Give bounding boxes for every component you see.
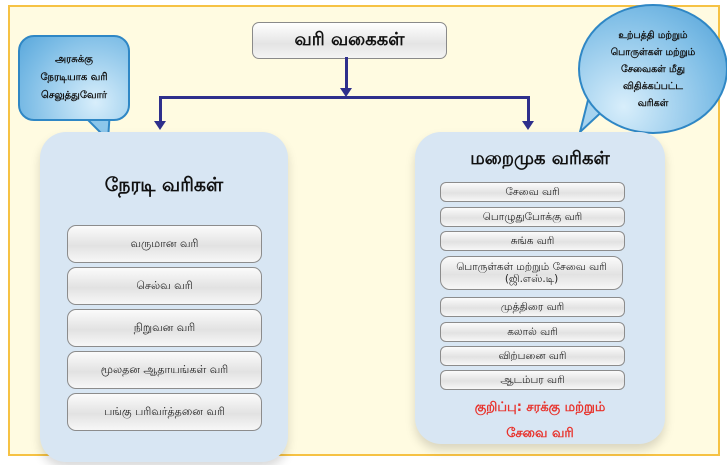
connector-vertical bbox=[345, 57, 348, 91]
gst-note-line1: குறிப்பு: சரக்கு மற்றும் bbox=[474, 400, 606, 415]
indirect-tax-item: விற்பனை வரி bbox=[440, 346, 625, 366]
direct-tax-item: மூலதன ஆதாயங்கள் வரி bbox=[67, 351, 262, 389]
direct-tax-item: வருமான வரி bbox=[67, 225, 262, 263]
connector-arrow-left bbox=[154, 121, 166, 130]
direct-taxes-heading: நேரடி வரிகள் bbox=[104, 174, 224, 196]
diagram-title: வரி வகைகள் bbox=[252, 22, 447, 59]
indirect-taxes-heading: மறைமுக வரிகள் bbox=[470, 148, 610, 169]
indirect-tax-item: முத்திரை வரி bbox=[440, 297, 625, 317]
connector-arrow-right bbox=[522, 121, 534, 130]
connector-right bbox=[527, 96, 530, 123]
callout-line: நேரடியாக வரி bbox=[40, 72, 108, 83]
connector-arrow-center bbox=[340, 88, 352, 97]
callout-direct: அரசுக்கு நேரடியாக வரி செலுத்துவோர் bbox=[18, 35, 130, 121]
gst-note-line2: சேவை வரி bbox=[506, 426, 574, 441]
connector-left bbox=[159, 96, 162, 123]
direct-tax-item: செல்வ வரி bbox=[67, 267, 262, 305]
callout-line: வரிகள் bbox=[637, 97, 669, 109]
indirect-tax-item: கலால் வரி bbox=[440, 322, 625, 342]
callout-line: பொருள்கள் மற்றும் bbox=[610, 46, 696, 58]
indirect-tax-item: ஆடம்பர வரி bbox=[440, 370, 625, 390]
direct-tax-item: பங்கு பரிவர்த்தனை வரி bbox=[67, 393, 262, 431]
callout-line: அரசுக்கு bbox=[54, 54, 94, 65]
callout-line: விதிக்கப்பட்ட bbox=[622, 80, 683, 92]
indirect-tax-item: பொருள்கள் மற்றும் சேவை வரி (ஜி.எஸ்.டி) bbox=[440, 256, 623, 290]
direct-tax-item: நிறுவன வரி bbox=[67, 309, 262, 347]
indirect-tax-item: சேவை வரி bbox=[440, 182, 625, 202]
indirect-taxes-panel: மறைமுக வரிகள் சேவை வரி பொழுதுபோக்கு வரி … bbox=[415, 132, 665, 444]
callout-line: உற்பத்தி மற்றும் bbox=[618, 29, 688, 41]
indirect-tax-item: சுங்க வரி bbox=[440, 231, 625, 251]
callout-line: செலுத்துவோர் bbox=[41, 90, 107, 101]
indirect-tax-item: பொழுதுபோக்கு வரி bbox=[440, 207, 625, 227]
direct-taxes-panel: நேரடி வரிகள் வருமான வரி செல்வ வரி நிறுவன… bbox=[40, 132, 288, 462]
callout-line: சேவைகள் மீது bbox=[621, 63, 685, 75]
callout-indirect: உற்பத்தி மற்றும் பொருள்கள் மற்றும் சேவைக… bbox=[578, 4, 727, 134]
connector-horizontal bbox=[159, 96, 530, 99]
